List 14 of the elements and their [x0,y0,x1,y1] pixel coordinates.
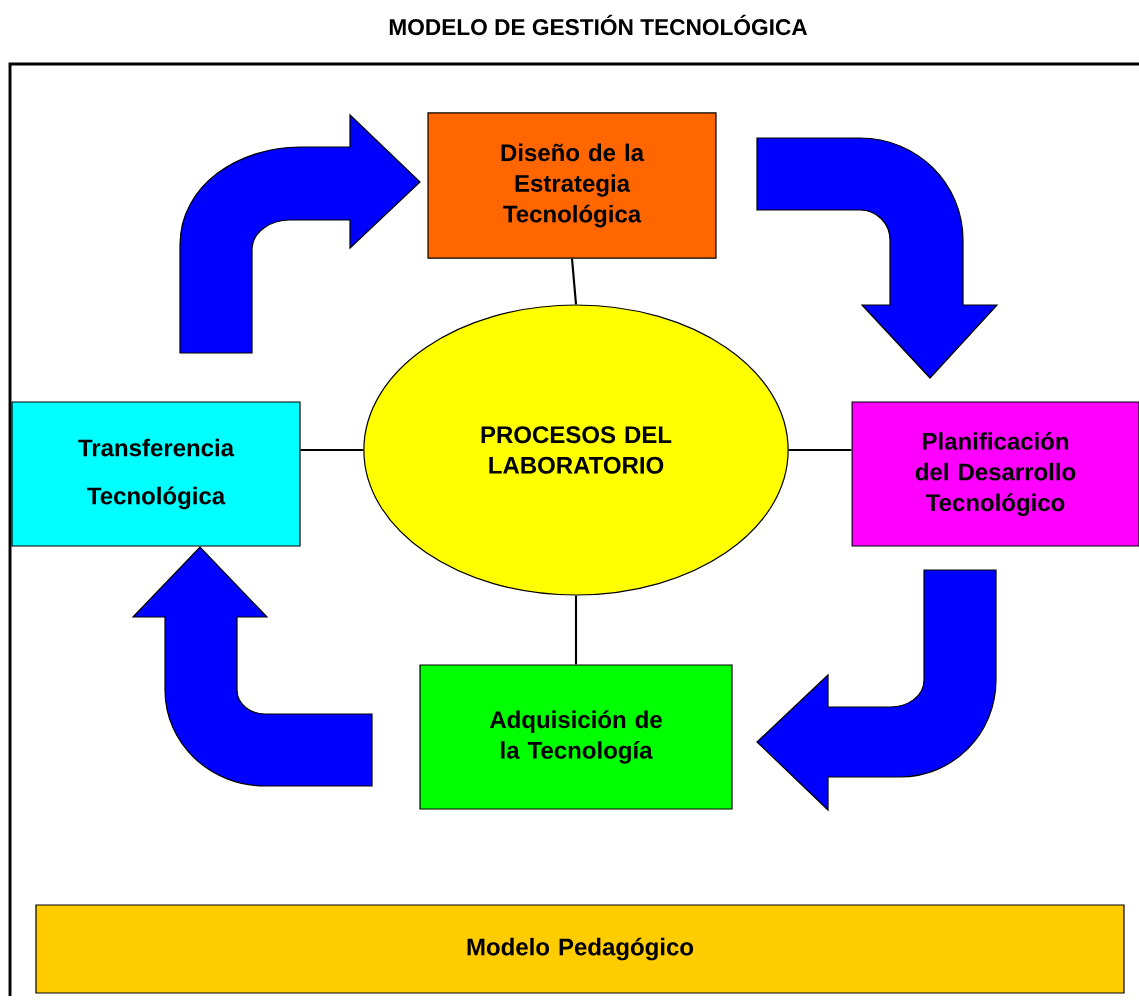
connector-line [570,258,578,305]
process-box: Planificación del Desarrollo Tecnológico [851,401,1139,547]
process-box: Adquisición de la Tecnología [419,664,733,810]
curved-block-arrow [132,546,373,787]
curved-block-arrow [756,137,998,379]
connector-line [788,448,852,452]
connector-line [300,448,364,452]
process-box: Diseño de la Estrategia Tecnológica [427,112,717,259]
process-box: Transferencia Tecnológica [11,401,301,547]
base-band: Modelo Pedagógico [35,904,1125,994]
connector-line [574,595,578,665]
curved-block-arrow [756,569,997,811]
curved-block-arrow [179,114,421,354]
title: MODELO DE GESTIÓN TECNOLÓGICA [389,14,808,36]
